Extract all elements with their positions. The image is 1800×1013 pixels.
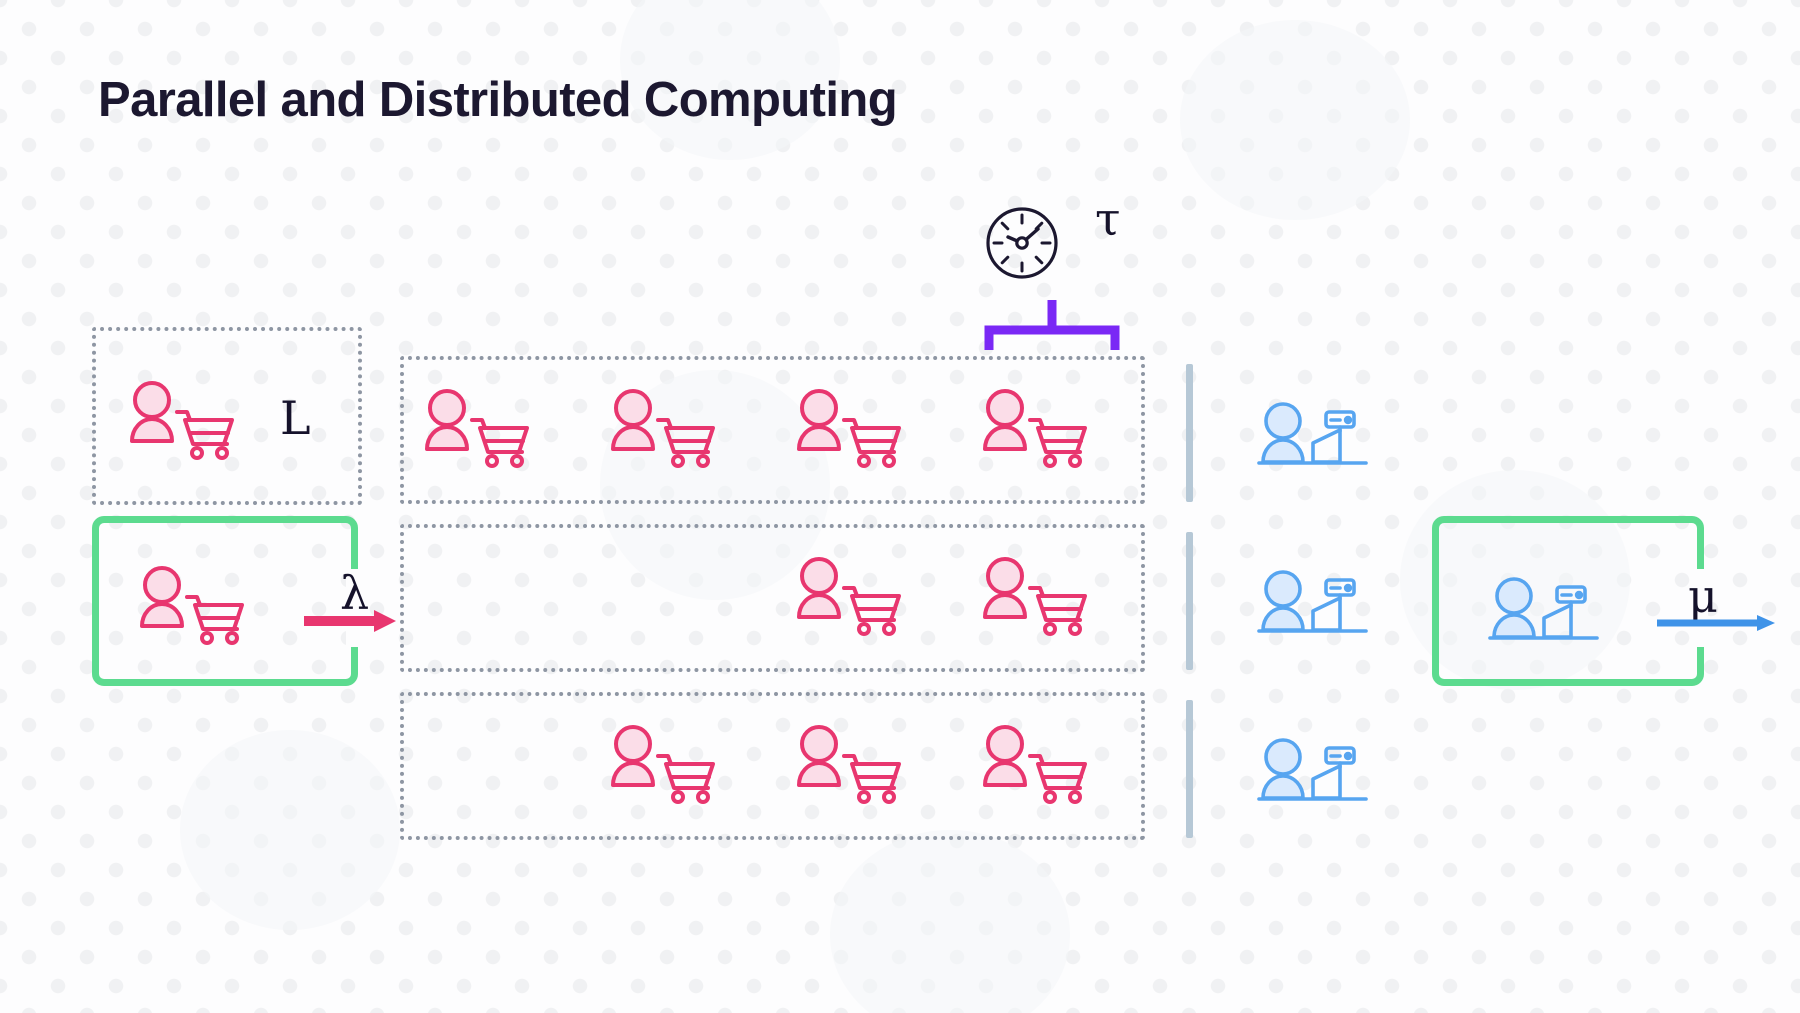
customer-icon [981, 724, 1089, 808]
customer-icon [609, 724, 717, 808]
watermark-blob [1180, 20, 1410, 220]
customer-icon [981, 388, 1089, 472]
pink-right-arrow [302, 607, 398, 640]
bracket-gap [1692, 569, 1708, 647]
customer-icon [138, 565, 246, 649]
clock-icon [984, 205, 1060, 286]
queue-row [400, 692, 1145, 840]
queue-divider [1186, 700, 1193, 838]
customer-icon [795, 388, 903, 472]
cashier-icon [1256, 736, 1371, 808]
purple-brace [982, 300, 1122, 357]
customer-icon [981, 556, 1089, 640]
page-title: Parallel and Distributed Computing [98, 73, 898, 127]
queue-divider [1186, 364, 1193, 502]
queue-row [400, 524, 1145, 672]
customer-icon [423, 388, 531, 472]
queue-divider [1186, 532, 1193, 670]
cashier-icon [1256, 568, 1371, 640]
cashier-icon [1256, 400, 1371, 472]
arrival-rate-symbol: λ [340, 566, 370, 620]
queue-length-symbol: L [280, 391, 311, 445]
queue-row [400, 356, 1145, 504]
watermark-blob [180, 730, 400, 930]
service-station-box [1432, 516, 1708, 686]
customer-icon [128, 380, 236, 464]
customer-icon [795, 724, 903, 808]
bracket-gap [346, 569, 362, 647]
service-rate-symbol: μ [1688, 569, 1718, 623]
service-time-symbol: τ [1095, 192, 1121, 246]
customer-icon [609, 388, 717, 472]
watermark-blob [830, 830, 1070, 1013]
cashier-icon [1487, 575, 1602, 647]
legend-box [92, 327, 362, 505]
blue-right-arrow [1655, 612, 1777, 639]
arrival-source-box [92, 516, 362, 686]
customer-icon [795, 556, 903, 640]
